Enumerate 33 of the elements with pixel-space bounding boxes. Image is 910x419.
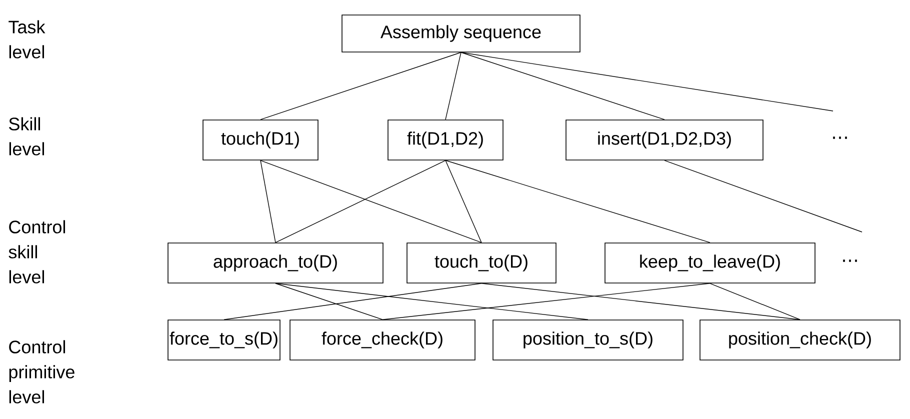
connector-line	[275, 283, 383, 320]
level-label: Skill level	[9, 117, 44, 156]
process-box: position_to_s(D)	[492, 320, 684, 360]
ellipsis: ⋯	[843, 260, 857, 262]
ellipsis: ⋯	[833, 136, 847, 139]
connector-line	[460, 52, 665, 120]
connector-line	[664, 160, 862, 232]
connector-line	[224, 283, 482, 320]
connector-line	[382, 283, 710, 320]
connector-line	[260, 52, 462, 120]
process-box: approach_to(D)	[168, 242, 384, 284]
level-label: Task level	[8, 20, 46, 58]
process-box: insert(D1,D2,D3)	[566, 120, 764, 160]
process-box: fit(D1,D2)	[388, 120, 504, 160]
process-box: position_check(D)	[700, 320, 900, 360]
connector-line	[260, 160, 276, 243]
process-box: force_to_s(D)	[168, 320, 280, 360]
process-box: force_check(D)	[290, 320, 476, 360]
process-box: touch(D1)	[202, 120, 318, 160]
process-box: keep_to_leave(D)	[604, 242, 816, 284]
process-box: touch_to(D)	[406, 242, 556, 284]
level-label: Control primitive level	[9, 340, 74, 404]
connector-line	[445, 160, 710, 243]
connector-line	[260, 160, 482, 243]
connector-line	[710, 283, 800, 320]
connector-line	[445, 160, 482, 243]
connector-line	[275, 283, 588, 320]
process-box: Assembly sequence	[342, 14, 580, 52]
connector-line	[445, 52, 462, 120]
connector-line	[460, 52, 834, 112]
level-label: Control skill level	[8, 220, 66, 284]
connector-line	[275, 160, 446, 243]
connector-line	[481, 283, 800, 320]
